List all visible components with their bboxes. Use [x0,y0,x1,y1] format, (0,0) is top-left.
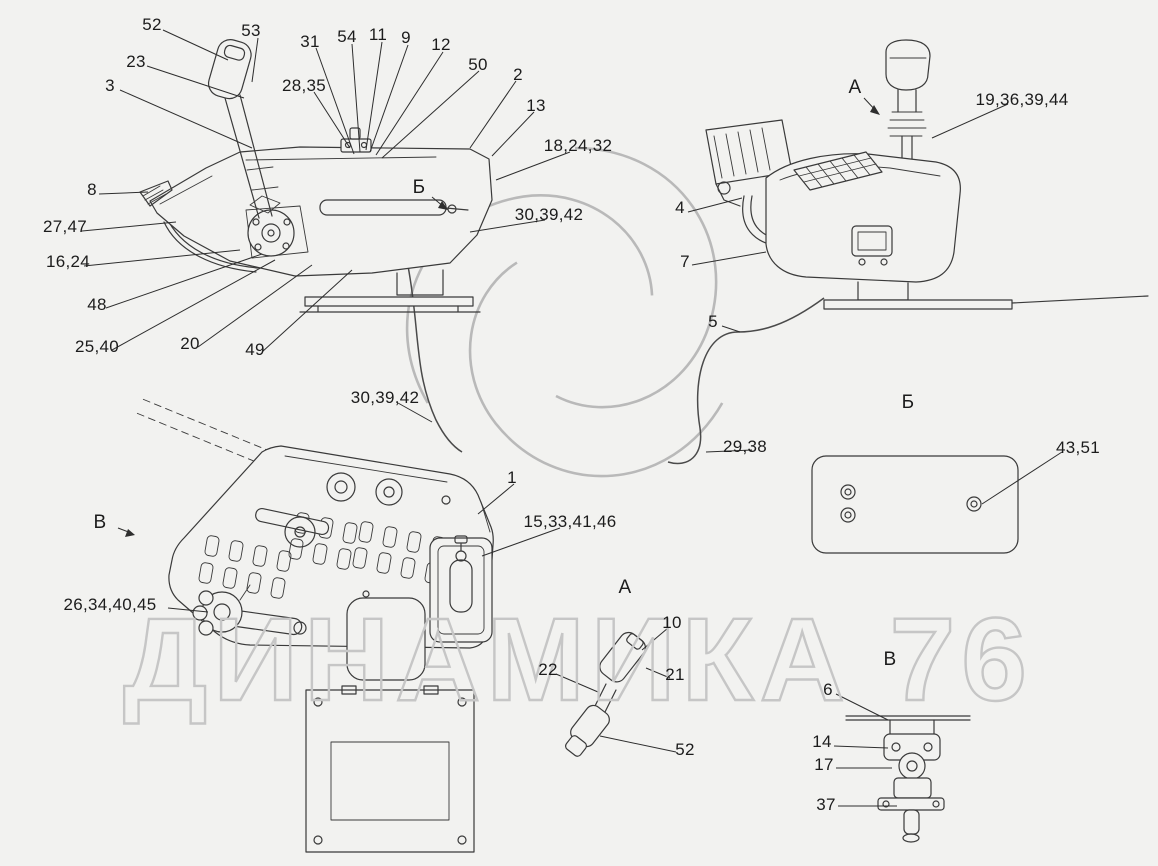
callout-49: 49 [245,340,265,359]
callout-21: 21 [665,665,685,684]
callout-27-47: 27,47 [42,217,88,236]
callout-9: 9 [401,28,411,47]
callout-37: 37 [816,795,836,814]
callout-48: 48 [87,295,107,314]
callout-53: 53 [241,21,261,40]
callout-54: 54 [337,27,357,46]
callout-29-38: 29,38 [722,437,768,456]
callout-30-39-42-mid: 30,39,42 [350,388,420,407]
leader-lines [81,29,1063,807]
watermark-text: ДИНАМИКА 76 [123,594,1033,726]
gear-lever-console-side-view [139,39,493,313]
handle-detail-view-a [564,631,647,757]
callout-23: 23 [126,52,146,71]
callout-4: 4 [675,198,685,217]
switch-panel-view [117,397,494,853]
callout-52-knob: 52 [142,15,162,34]
callout-43-51: 43,51 [1055,438,1101,457]
callout-1: 1 [507,468,517,487]
callout-28-35: 28,35 [281,76,327,95]
callout-17: 17 [814,755,834,774]
cover-plate-view-b [811,455,1019,554]
callout-30-39-42-top: 30,39,42 [514,205,584,224]
callout-14: 14 [812,732,832,751]
callout-13: 13 [526,96,546,115]
callout-6: 6 [823,680,833,699]
callout-2: 2 [513,65,523,84]
callout-12: 12 [431,35,451,54]
callout-25-40: 25,40 [74,337,120,356]
view-title-b: Б [901,392,915,413]
callout-16-24: 16,24 [45,252,91,271]
watermark-triskelion [405,146,724,478]
control-cables [407,265,825,465]
view-title-a: А [618,577,632,598]
callout-52-bottom: 52 [675,740,695,759]
callout-18-24-32: 18,24,32 [543,136,613,155]
view-title-v: В [883,649,897,670]
callout-31: 31 [300,32,320,51]
callout-5: 5 [708,312,718,331]
ball-joint-detail-view-v [845,715,971,843]
callout-7: 7 [680,252,690,271]
callout-19-36-39-44: 19,36,39,44 [975,90,1069,109]
view-arrow-b: Б [412,177,426,198]
callout-11: 11 [368,25,388,44]
view-arrow-a: А [848,77,862,98]
gear-lever-console-front-view [705,39,1149,310]
callout-8: 8 [87,180,97,199]
callout-26-34-40-45: 26,34,40,45 [63,595,157,614]
view-arrow-v: В [93,512,107,533]
callout-15-33-41-46: 15,33,41,46 [523,512,617,531]
callout-50: 50 [468,55,488,74]
callout-22: 22 [538,660,558,679]
callout-20: 20 [180,334,200,353]
callout-3: 3 [105,76,115,95]
callout-10: 10 [662,613,682,632]
